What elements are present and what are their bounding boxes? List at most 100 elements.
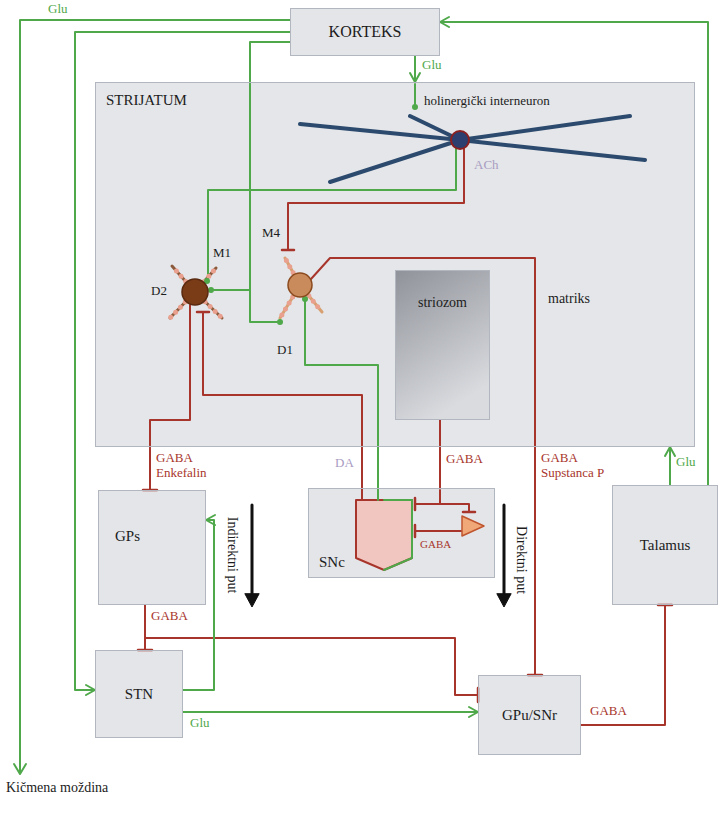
edge-label: GABA Supstanca P (541, 451, 613, 481)
connector-line (149, 447, 151, 490)
node-label: STRIJATUM (106, 91, 187, 109)
connector (145, 605, 478, 702)
connector-line (145, 605, 478, 695)
edge-label: GABA (446, 452, 483, 467)
edge-label-box: GABA Supstanca P (541, 451, 613, 481)
neurotransmitter-label-box: GABA (420, 538, 451, 551)
target-label-box: Kičmena moždina (6, 780, 108, 796)
receptor-label: D1 (277, 343, 293, 358)
cortical-input-line (214, 83, 277, 322)
edge-label-box: DA (335, 456, 354, 471)
arrow-head (440, 17, 449, 27)
pathway-label: Direktni put (513, 526, 529, 594)
connector (440, 17, 708, 485)
d2-axon (150, 305, 190, 446)
edge-label-box: Glu (190, 716, 210, 731)
node-label: STN (125, 685, 153, 703)
dendrite (300, 116, 645, 182)
striatum-region: STRIJATUM striozom (95, 82, 695, 447)
node-label: striozom (418, 295, 467, 312)
node-label: SNc (319, 553, 345, 571)
globus-pallidus-box: GPs (98, 490, 206, 605)
connector (410, 56, 420, 82)
connector-line (183, 711, 478, 713)
arrow-head (206, 515, 215, 525)
neurotransmitter-label: Glu (48, 2, 68, 17)
connector (143, 447, 157, 490)
dendrite (170, 266, 222, 318)
inhibitory-bar (282, 249, 294, 252)
dopamine-excitatory-line (305, 301, 378, 446)
pathway-label-box: Indirektni put (224, 517, 240, 594)
connector-line (581, 605, 665, 725)
box-fill (308, 488, 495, 578)
connector-line (361, 447, 363, 488)
arrow-head (14, 764, 26, 774)
node-label: GPu/SNr (502, 706, 557, 724)
connector-line (183, 520, 214, 690)
pathway-label-box: Direktni put (513, 526, 529, 594)
edge-label-box: GABA (446, 452, 483, 467)
edge-label-box: GABA Enkefalin (156, 451, 218, 481)
stn-box: STN (95, 650, 183, 738)
box-fill (95, 82, 695, 447)
d1-neuron-soma (288, 273, 312, 297)
receptor-label: M1 (213, 246, 231, 261)
receptor-label: D2 (151, 284, 167, 299)
edge-label: DA (335, 456, 354, 471)
connector (528, 447, 542, 675)
neurotransmitter-label-box: Glu (48, 2, 68, 17)
edge-label: GABA (590, 704, 627, 719)
receptor-label-box: D1 (277, 343, 293, 358)
receptor-label-box: M1 (213, 246, 231, 261)
connector-line (250, 42, 290, 82)
dopamine-axon-green (377, 489, 379, 500)
edge-label-box: Glu (676, 455, 696, 470)
arrow-head (469, 707, 478, 717)
connector (440, 420, 441, 488)
box-fill (612, 485, 718, 605)
edge-label: Glu (422, 58, 442, 73)
interneuron-soma (451, 131, 469, 149)
receptor-label-box: D2 (151, 284, 167, 299)
pathway-arrow-head (245, 594, 511, 607)
connector (378, 447, 379, 488)
glutamate-synapse-line (414, 84, 416, 104)
cell-label-box: holinergički interneuron (424, 94, 550, 109)
receptor-label: M4 (262, 226, 280, 241)
connector (183, 515, 215, 690)
receptor-label-box: M4 (262, 226, 280, 241)
d2-neuron-soma (182, 279, 208, 305)
edge-label: GABA Enkefalin (156, 451, 218, 481)
box-fill (290, 8, 440, 56)
box-fill (395, 270, 490, 420)
edge-label-box: GABA (151, 609, 188, 624)
cortex-box: KORTEKS (290, 8, 440, 56)
connector (362, 447, 363, 488)
node-label: KORTEKS (329, 22, 402, 41)
connector (183, 707, 478, 717)
connector-line (669, 447, 671, 485)
thalamus-box: Talamus (612, 485, 718, 605)
striosome-inhibitory-line (416, 490, 469, 531)
region-label: matriks (548, 291, 590, 307)
d1-axon (311, 258, 535, 446)
dendritic-spines (170, 266, 222, 318)
connector (581, 605, 672, 725)
pathway-label: Indirektni put (224, 517, 240, 594)
snc-box: SNc (308, 488, 495, 578)
arrow-head (86, 685, 95, 695)
connector (665, 447, 675, 485)
neurotransmitter-label: GABA (420, 538, 451, 551)
gaba-interneuron (462, 516, 484, 536)
target-label: Kičmena moždina (6, 780, 108, 796)
synapse (208, 287, 214, 293)
connector-line (377, 447, 379, 488)
dendrite (280, 258, 322, 318)
dopamine-inhibitory-line (203, 313, 362, 446)
